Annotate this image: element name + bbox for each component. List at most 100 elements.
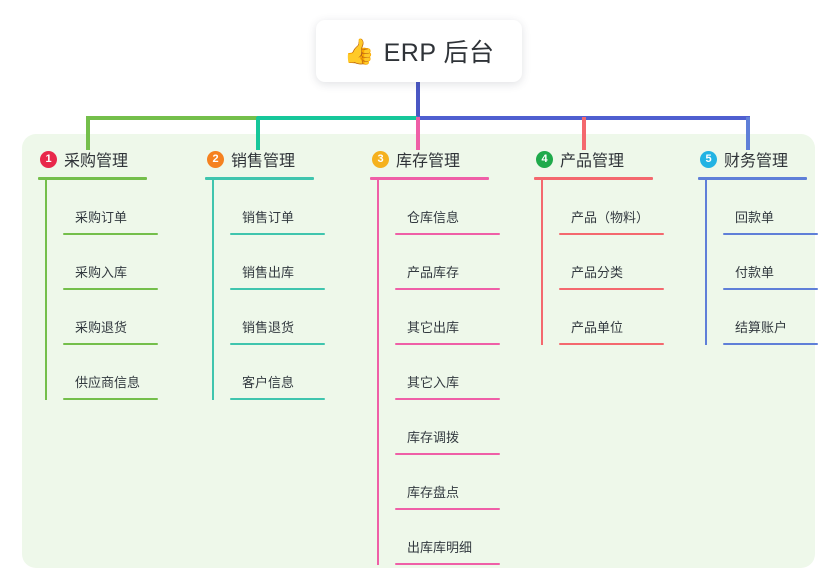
branch-item-rule: [723, 343, 818, 345]
branch-item-label: 采购入库: [75, 265, 128, 280]
branch-item[interactable]: 采购入库: [56, 235, 188, 290]
branch-item[interactable]: 客户信息: [223, 345, 355, 400]
branch-header-rule-4: [534, 177, 653, 180]
branch-item-rule: [230, 398, 325, 400]
branch-spine-5: [705, 180, 707, 345]
branch-item[interactable]: 采购退货: [56, 290, 188, 345]
branch-item[interactable]: 产品（物料）: [552, 180, 694, 235]
root-node-card[interactable]: 👍 ERP 后台: [316, 20, 522, 82]
branch-item-label: 供应商信息: [75, 375, 141, 390]
branch-item-label: 库存调拨: [407, 430, 460, 445]
branch-item[interactable]: 产品单位: [552, 290, 694, 345]
branch-item-label: 产品分类: [571, 265, 624, 280]
branch-item-label: 库存盘点: [407, 485, 460, 500]
branch-item-rule: [559, 288, 664, 290]
root-title: ERP 后台: [383, 39, 495, 67]
branch-column-1: 1 采购管理 采购订单采购入库采购退货供应商信息: [38, 146, 188, 400]
branch-item[interactable]: 销售出库: [223, 235, 355, 290]
branch-column-2: 2 销售管理 销售订单销售出库销售退货客户信息: [205, 146, 355, 400]
branch-header-rule-1: [38, 177, 147, 180]
branch-item-rule: [230, 288, 325, 290]
branch-badge-5: 5: [700, 150, 717, 168]
branch-item[interactable]: 销售订单: [223, 180, 355, 235]
branch-item-rule: [395, 453, 500, 455]
branch-item-rule: [63, 288, 158, 290]
branch-item[interactable]: 供应商信息: [56, 345, 188, 400]
branch-item-label: 产品（物料）: [571, 210, 650, 225]
branch-badge-2: 2: [207, 150, 224, 168]
diagram-background-panel: [22, 134, 815, 568]
branch-item-label: 出库库明细: [407, 540, 473, 555]
branch-badge-1: 1: [40, 150, 57, 168]
branch-item-rule: [395, 508, 500, 510]
branch-item-label: 产品单位: [571, 320, 624, 335]
branch-title-1: 采购管理: [64, 153, 129, 170]
branch-item-label: 付款单: [735, 265, 775, 280]
branch-header-rule-2: [205, 177, 314, 180]
branch-title-2: 销售管理: [231, 153, 296, 170]
branch-header-2[interactable]: 2 销售管理: [205, 146, 355, 172]
branch-title-4: 产品管理: [560, 153, 625, 170]
branch-column-4: 4 产品管理 产品（物料） 产品分类产品单位: [534, 146, 694, 345]
branch-item[interactable]: 库存调拨: [388, 400, 530, 455]
branch-items-5: 回款单付款单结算账户: [698, 180, 839, 345]
branch-header-4[interactable]: 4 产品管理: [534, 146, 694, 172]
branch-item[interactable]: 回款单: [716, 180, 839, 235]
branch-item-label: 采购退货: [75, 320, 128, 335]
branch-header-3[interactable]: 3 库存管理: [370, 146, 530, 172]
branch-header-rule-5: [698, 177, 807, 180]
branch-column-5: 5 财务管理 回款单付款单结算账户: [698, 146, 839, 345]
branch-item[interactable]: 采购订单: [56, 180, 188, 235]
branch-item-rule: [395, 343, 500, 345]
branch-item-label: 其它出库: [407, 320, 460, 335]
branch-item-rule: [559, 233, 664, 235]
branch-items-2: 销售订单销售出库销售退货客户信息: [205, 180, 355, 400]
branch-badge-3: 3: [372, 150, 389, 168]
branch-title-3: 库存管理: [396, 153, 461, 170]
branch-item[interactable]: 库存盘点: [388, 455, 530, 510]
branch-items-1: 采购订单采购入库采购退货供应商信息: [38, 180, 188, 400]
branch-item-rule: [723, 233, 818, 235]
branch-item-label: 客户信息: [242, 375, 295, 390]
branch-item[interactable]: 其它出库: [388, 290, 530, 345]
branch-item-label: 回款单: [735, 210, 775, 225]
branch-header-5[interactable]: 5 财务管理: [698, 146, 839, 172]
branch-item-label: 其它入库: [407, 375, 460, 390]
branch-item[interactable]: 付款单: [716, 235, 839, 290]
branch-item[interactable]: 产品分类: [552, 235, 694, 290]
branch-items-3: 仓库信息产品库存其它出库其它入库库存调拨库存盘点出库库明细: [370, 180, 530, 565]
branch-spine-3: [377, 180, 379, 565]
branch-item[interactable]: 出库库明细: [388, 510, 530, 565]
branch-item-rule: [723, 288, 818, 290]
branch-item[interactable]: 结算账户: [716, 290, 839, 345]
branch-item-rule: [559, 343, 664, 345]
branch-item-label: 采购订单: [75, 210, 128, 225]
branch-column-3: 3 库存管理 仓库信息产品库存其它出库其它入库库存调拨库存盘点出库库明细: [370, 146, 530, 565]
branch-item-rule: [230, 233, 325, 235]
branch-item-label: 销售订单: [242, 210, 295, 225]
branch-spine-1: [45, 180, 47, 400]
branch-header-rule-3: [370, 177, 489, 180]
branch-item-rule: [395, 398, 500, 400]
branch-items-4: 产品（物料） 产品分类产品单位: [534, 180, 694, 345]
branch-item-label: 销售出库: [242, 265, 295, 280]
branch-item-label: 结算账户: [735, 320, 788, 335]
branch-header-1[interactable]: 1 采购管理: [38, 146, 188, 172]
branch-item[interactable]: 产品库存: [388, 235, 530, 290]
branch-item-rule: [230, 343, 325, 345]
branch-spine-2: [212, 180, 214, 400]
branch-item-label: 产品库存: [407, 265, 460, 280]
branch-item-rule: [395, 233, 500, 235]
branch-item-rule: [395, 563, 500, 565]
branch-item-rule: [395, 288, 500, 290]
branch-item[interactable]: 仓库信息: [388, 180, 530, 235]
branch-item-rule: [63, 233, 158, 235]
branch-spine-4: [541, 180, 543, 345]
branch-item[interactable]: 其它入库: [388, 345, 530, 400]
branch-item-label: 销售退货: [242, 320, 295, 335]
branch-item[interactable]: 销售退货: [223, 290, 355, 345]
branch-item-label: 仓库信息: [407, 210, 460, 225]
thumbs-up-icon: 👍: [343, 37, 375, 66]
branch-item-rule: [63, 398, 158, 400]
